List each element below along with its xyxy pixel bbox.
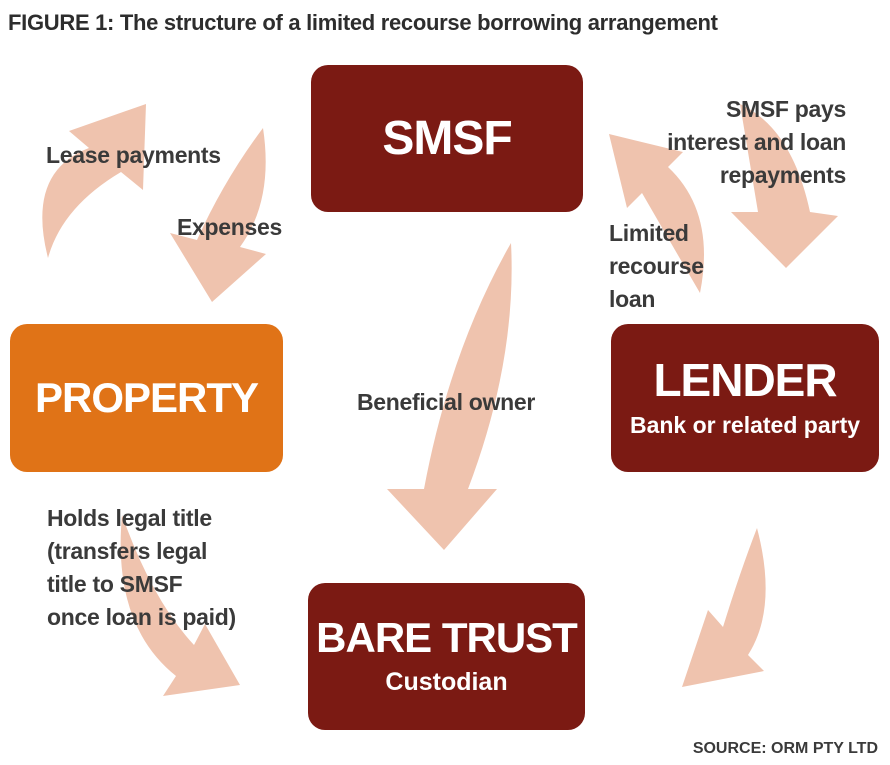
arrow-holds-legal-title-icon [120,515,240,696]
node-bare-trust-label: BARE TRUST [316,613,578,661]
node-lender-label: LENDER [653,354,837,406]
edge-label-beneficial-owner: Beneficial owner [357,389,535,415]
source-note: SOURCE: ORM PTY LTD [692,740,878,757]
node-lender-sublabel: Bank or related party [629,412,861,438]
arrow-expenses-icon [170,128,266,302]
edge-label-expenses: Expenses [177,214,282,240]
node-smsf-label: SMSF [382,111,512,165]
node-smsf: SMSF [311,65,583,212]
edge-label-limited-recourse-loan: Limited recourse loan [609,220,704,312]
arrow-beneficial-owner-icon [387,243,512,550]
arrow-lease-payments-icon [42,104,147,258]
edge-label-smsf-pays: SMSF pays interest and loan repayments [667,96,846,188]
node-property-label: PROPERTY [34,374,259,421]
node-bare-trust: BARE TRUST Custodian [308,583,585,730]
arrow-lender-to-baretrust-icon [682,528,766,687]
node-property: PROPERTY [10,324,283,472]
figure-title: FIGURE 1: The structure of a limited rec… [8,10,718,35]
arrow-smsf-pays-icon [731,104,838,268]
arrow-limited-recourse-loan-icon [609,134,704,293]
edge-label-lease-payments: Lease payments [46,142,221,168]
node-bare-trust-sublabel: Custodian [385,667,508,696]
node-lender: LENDER Bank or related party [611,324,879,472]
edge-label-holds-legal-title: Holds legal title (transfers legal title… [47,505,236,630]
